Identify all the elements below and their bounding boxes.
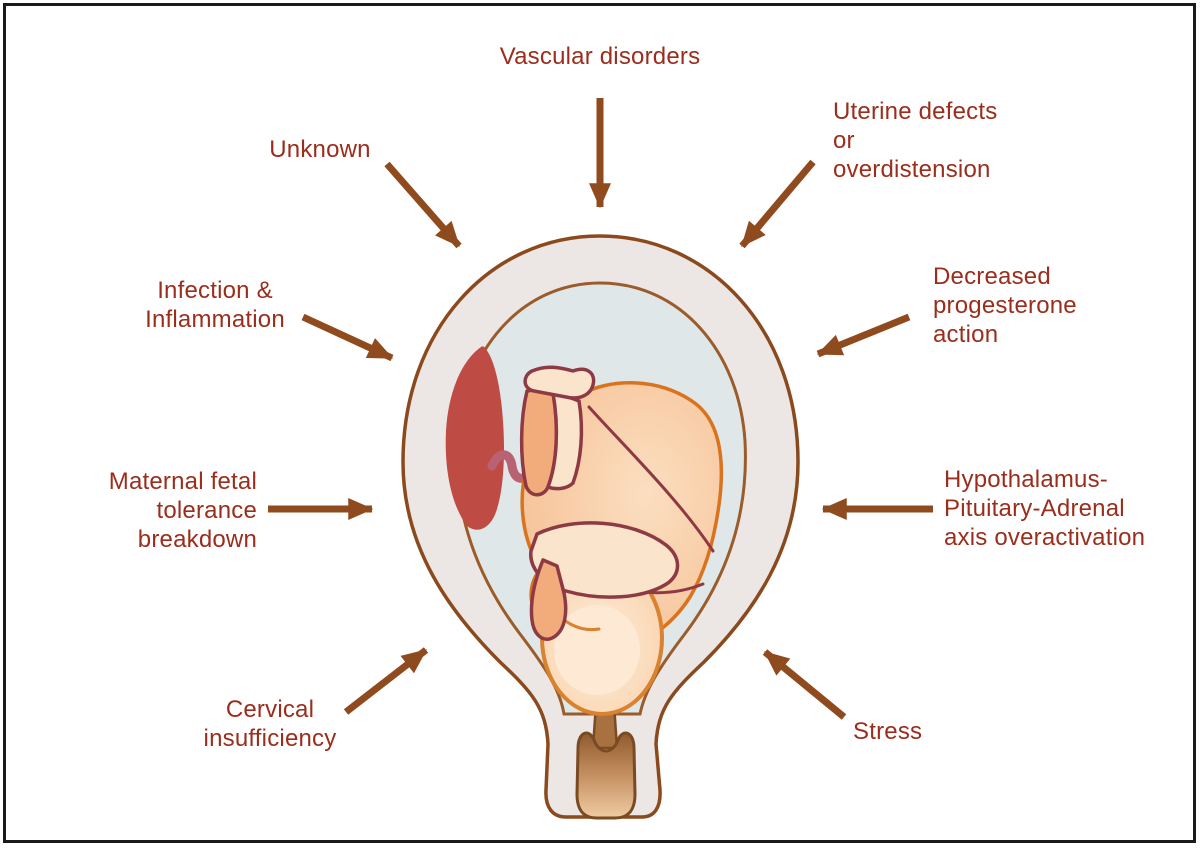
label-infection-inflammation: Infection & Inflammation [145,277,285,333]
label-maternal-fetal-tolerance: Maternal fetal tolerance breakdown [108,468,257,553]
arrow-decreased-progesterone [816,313,911,358]
arrow-group [268,98,933,720]
label-stress: Stress [853,718,923,745]
label-hpa-axis: Hypothalamus- Pituitary-Adrenal axis ove… [944,466,1146,551]
label-unknown: Unknown [269,136,371,163]
fetus-limbs [519,365,680,641]
cervix [575,702,637,820]
arrow-unknown [384,161,462,249]
label-cervical-insufficiency: Cervical insufficiency [203,696,337,752]
placenta [445,346,504,530]
arrow-uterine-defects [739,159,816,249]
label-uterine-defects: Uterine defects or overdistension [833,98,998,183]
arrow-stress [762,649,847,720]
arrow-infection-inflammation [301,313,394,362]
label-vascular-disorders: Vascular disorders [499,43,701,70]
label-decreased-progesterone: Decreased progesterone action [933,263,1077,348]
arrow-cervical-insufficiency [343,647,429,715]
